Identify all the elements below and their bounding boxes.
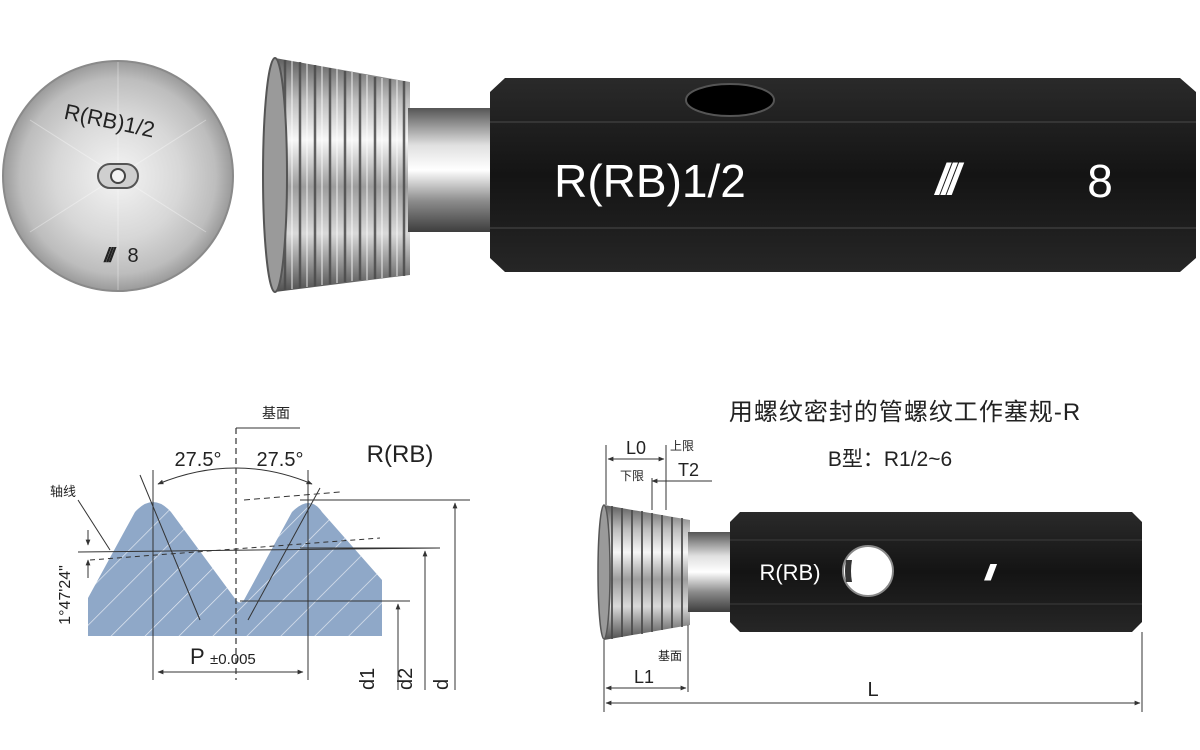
upper-limit-label: 上限 [670, 439, 694, 453]
axis-label: 轴线 [50, 484, 76, 499]
thread-profile-diagram: 基面 27.5° 27.5° R(RB) 轴线 1°47'24" P ±0.00… [50, 405, 470, 690]
end-face-number-text: 8 [127, 245, 138, 267]
drawing-subtitle: B型：R1/2~6 [828, 448, 952, 471]
gauge-size-text: R(RB)1/2 [554, 155, 746, 207]
pitch-tolerance-label: ±0.005 [210, 651, 256, 668]
pitch-label: P [190, 644, 205, 669]
diameter-pitch-label: d2 [395, 668, 417, 690]
t2-label: T2 [678, 460, 699, 480]
plug-gauge-drawing: 用螺纹密封的管螺纹工作塞规-R B型：R1/2~6 L0 上限 下限 T2 [597, 399, 1143, 712]
lower-limit-label: 下限 [620, 469, 644, 483]
diameter-minor-label: d1 [357, 668, 379, 690]
drawing-title: 用螺纹密封的管螺纹工作塞规-R [729, 399, 1081, 426]
gauge-number-text: 8 [1087, 155, 1113, 207]
l0-label: L0 [626, 438, 646, 458]
drawing-handle-hole [842, 545, 894, 597]
taper-angle-label: 1°47'24" [57, 565, 74, 625]
plug-gauge-photo: R(RB)1/2 /// 8 [262, 57, 1196, 293]
angle-left-label: 27.5° [175, 449, 222, 471]
angle-right-label: 27.5° [257, 449, 304, 471]
drawing-body-text: R(RB) [759, 560, 820, 585]
end-face-disc: R(RB)1/2 /// 8 [2, 60, 234, 292]
drawing-reference-plane-label: 基面 [658, 649, 682, 663]
l1-label: L1 [634, 667, 654, 687]
handle-hole [685, 83, 775, 117]
l-label: L [867, 679, 878, 701]
reference-plane-label: 基面 [262, 405, 290, 421]
diameter-major-label: d [431, 679, 453, 690]
thread-profile-shape [88, 502, 382, 636]
thread-type-label: R(RB) [367, 441, 434, 468]
